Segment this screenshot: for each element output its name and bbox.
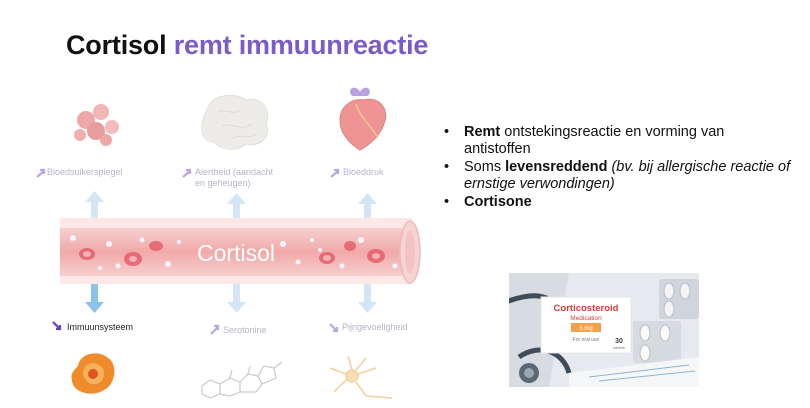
label-arrow-icon [210,324,220,335]
bullet-item: Soms levensreddend (bv. bij allergische … [444,159,794,193]
nerve-cell-icon [329,355,393,399]
vessel-label: Cortisol [197,240,275,266]
box-count-label: tablets [613,345,625,350]
heart-icon [339,87,387,151]
label-arrow-icon [52,321,62,331]
label-arrow-icon [36,168,46,178]
bullet-bold: Remt [464,124,501,140]
label-pijngevoeligheid: Pijngevoeligheid [342,322,408,332]
bullet-bold: Cortisone [464,194,532,210]
page-title: Cortisol remt immuunreactie [66,30,428,61]
immune-cell-icon [71,353,115,394]
label-arrow-icon [330,168,340,178]
brain-icon [201,94,269,150]
label-arrow-icon [329,323,339,333]
box-subtitle: Medication [570,315,602,322]
bullet-text: ontstekingsreactie en vorming van antist… [464,124,725,157]
molecule-icon [201,361,283,399]
bullet-list: Remt ontstekingsreactie en vorming van a… [444,124,794,212]
box-title: Corticosteroid [554,303,619,314]
label-serotonine: Serotonine [223,325,267,335]
label-immuunsysteem: Immuunsysteem [67,322,134,332]
box-count: 30 [615,338,623,345]
medication-box: Corticosteroid Medication 5 mg For oral … [540,296,632,354]
cortisol-diagram: Cortisol [36,87,421,399]
title-accent: remt immuunreactie [173,30,429,60]
bullet-bold: levensreddend [505,159,608,175]
label-bloedsuikerspiegel: Bloedsuikerspiegel [47,167,123,177]
blood-vessel [60,218,421,284]
label-bloeddruk: Bloeddruk [343,167,384,177]
document-sheet [569,357,699,387]
label-arrow-icon [182,168,192,178]
label-alertheid-line1: Alertheid (aandacht [195,167,274,177]
arrow-up-icon [85,191,377,224]
pill-blister-icon [633,279,699,363]
medication-photo: Corticosteroid Medication 5 mg For oral … [509,273,699,387]
bullet-italic: (bv. bij allergische reactie of ernstige… [464,159,791,192]
bullet-item: Cortisone [444,194,794,211]
box-note: For oral use [573,337,600,343]
arrow-down-icon [85,284,377,313]
bullet-text: Soms [464,159,506,175]
blood-cells-icon [74,104,119,146]
box-dose: 5 mg [579,326,592,332]
bullet-item: Remt ontstekingsreactie en vorming van a… [444,124,794,158]
title-main: Cortisol [66,30,167,60]
label-alertheid-line2: en geheugen) [195,178,251,188]
